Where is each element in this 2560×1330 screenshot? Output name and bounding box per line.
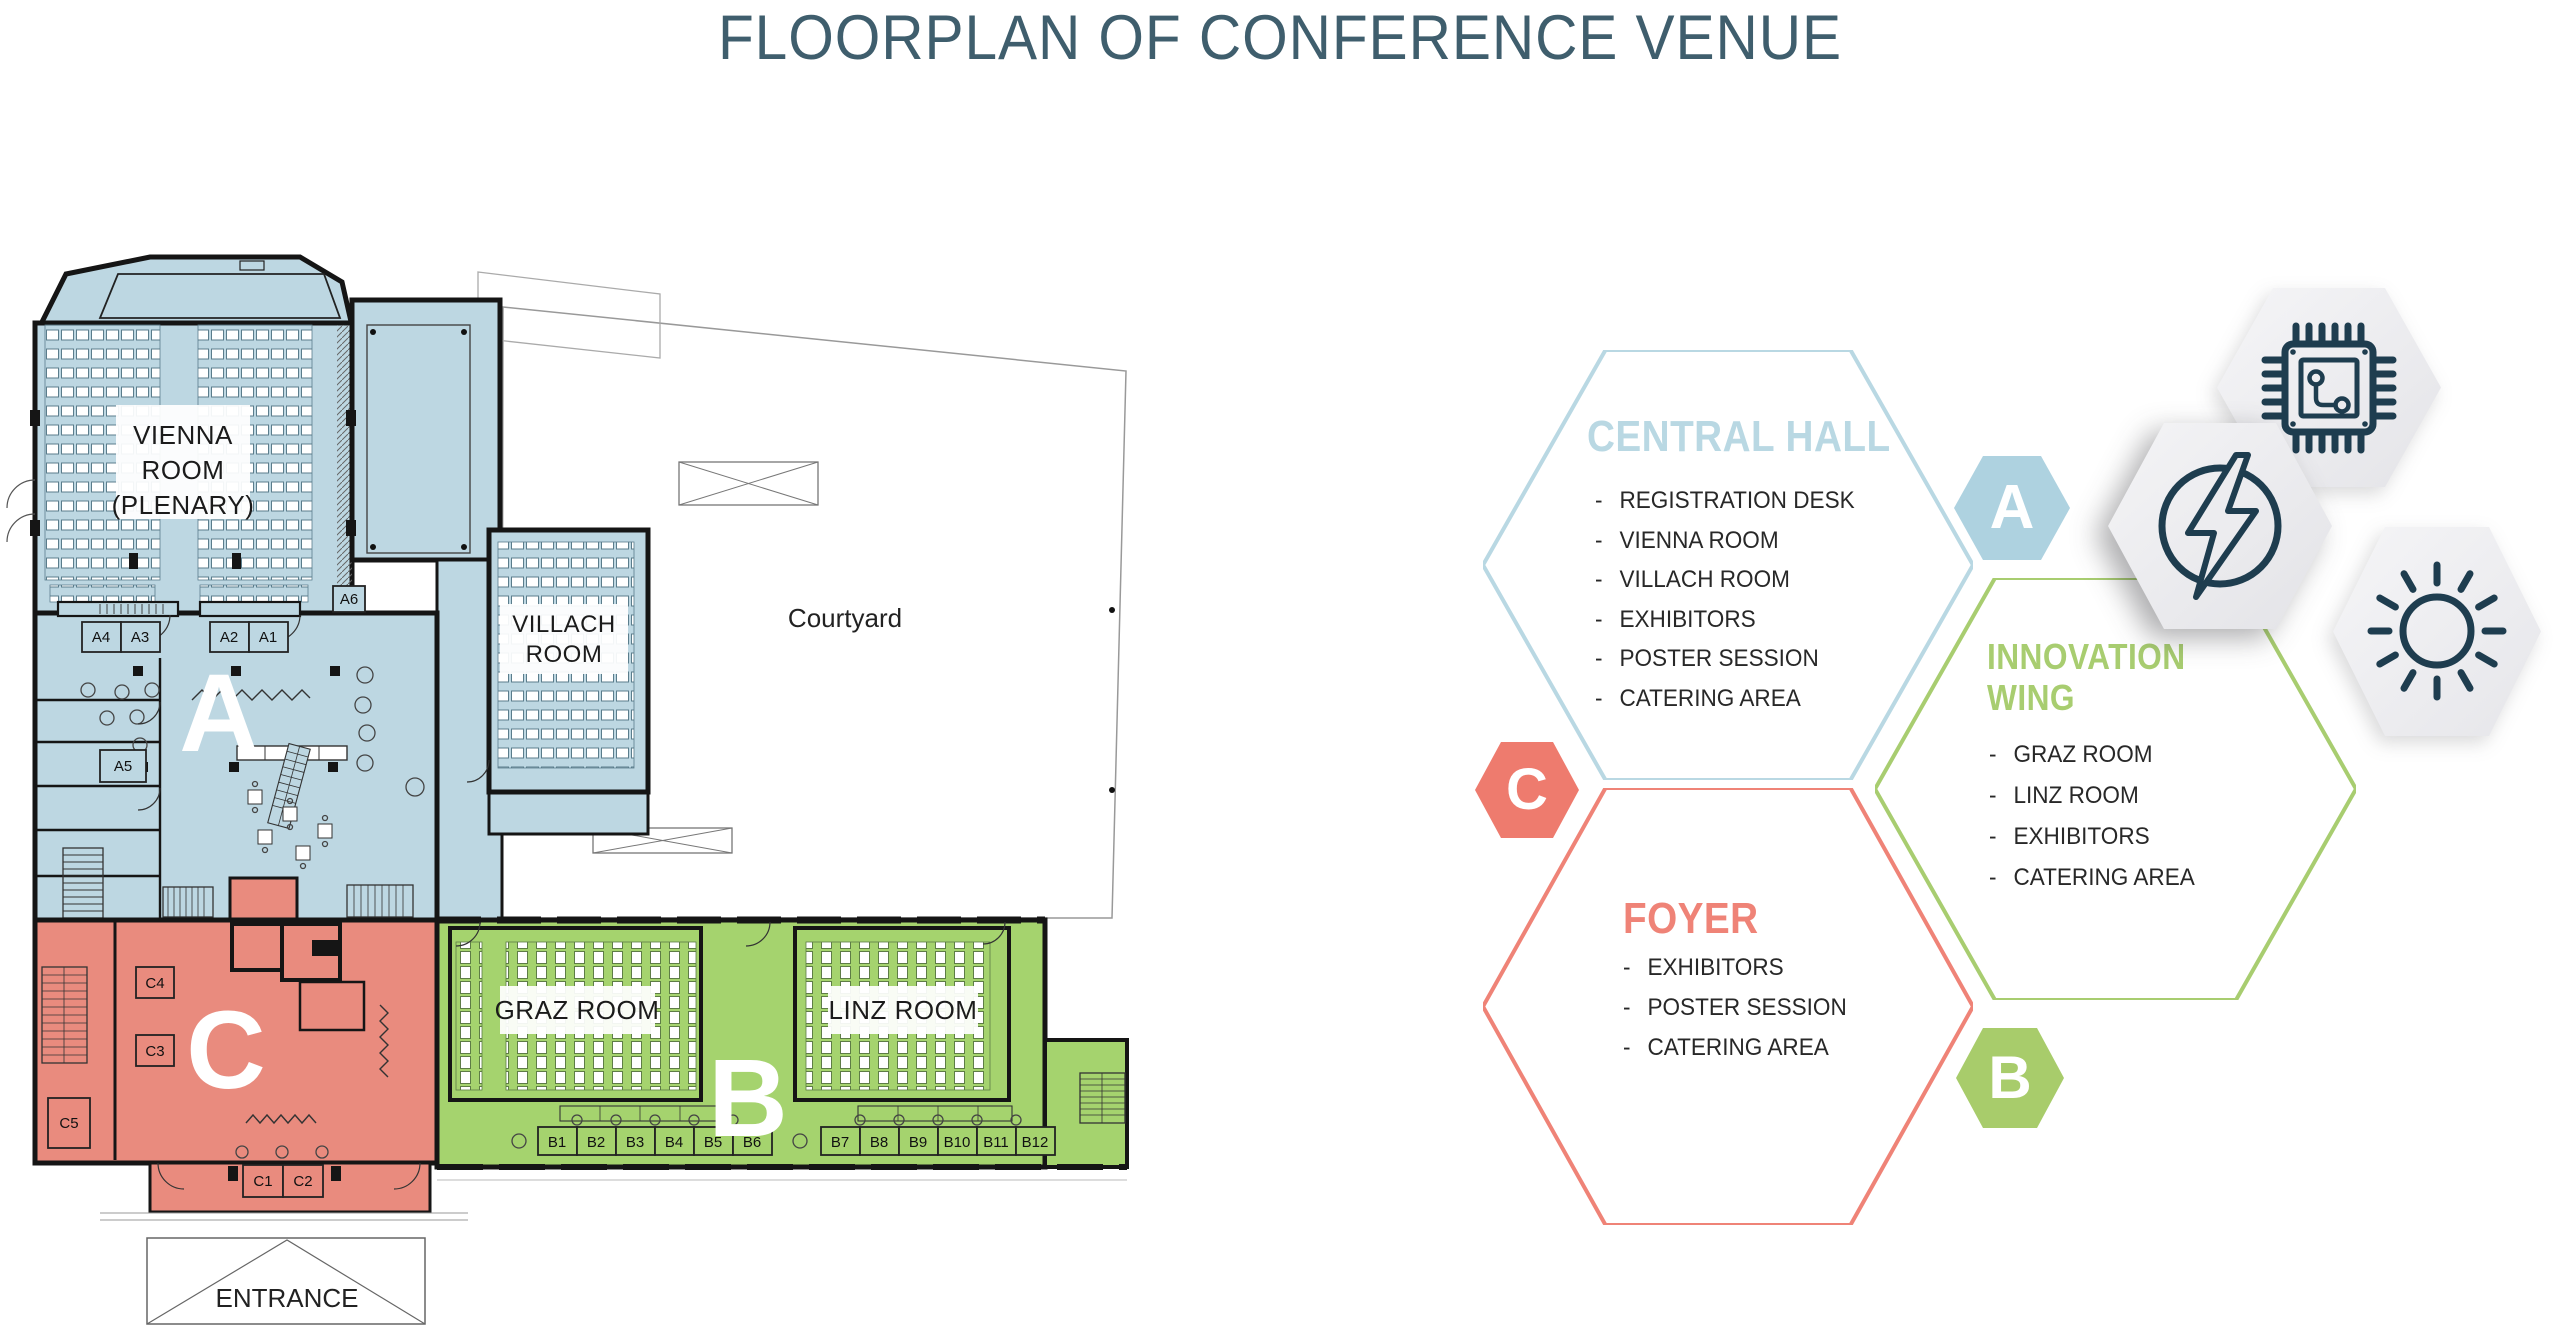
a-room-label: A6 (340, 591, 358, 608)
booth-label: B11 (983, 1134, 1009, 1151)
a-room-boxes: A4 A3 A2 A1 A6 A5 (81, 585, 366, 783)
entrance-label: ENTRANCE (215, 1283, 358, 1313)
foyer-card: FOYER EXHIBITORS POSTER SESSION CATERING… (1483, 788, 1973, 1225)
foyer-items: EXHIBITORS POSTER SESSION CATERING AREA (1623, 948, 1847, 1068)
legend-item: EXHIBITORS (1595, 600, 1855, 640)
legend-item: VILLACH ROOM (1595, 560, 1855, 600)
room-name-plates: VIENNA ROOM (PLENARY) VILLACH ROOM GRAZ … (112, 405, 978, 1034)
vienna-room-label: ROOM (142, 455, 225, 485)
legend-item: EXHIBITORS (1623, 948, 1847, 988)
zone-c-foyer: C4 C3 C5 C1 C2 (32, 876, 440, 1214)
booth-label: B12 (1022, 1134, 1049, 1151)
legend-item: POSTER SESSION (1623, 988, 1846, 1028)
lightning-icon (2108, 423, 2332, 629)
villach-room-label: VILLACH (512, 611, 616, 638)
booth-label: B5 (704, 1134, 722, 1151)
sun-icon (2333, 527, 2541, 736)
innovation-wing-title: INNOVATION WING (1987, 636, 2186, 718)
innovation-wing-card: INNOVATION WING GRAZ ROOM LINZ ROOM EXHI… (1875, 578, 2356, 1000)
booth-label: B10 (944, 1134, 971, 1151)
c-room-label: C4 (145, 975, 164, 992)
zone-b-innovation-wing: B1 B2 B3 B4 B5 B6 B7 B8 B9 B10 B11 B12 (434, 916, 1129, 1181)
innovation-wing-title-line1: INNOVATION (1987, 636, 2186, 677)
floorplan-svg: Courtyard (6, 254, 1129, 1325)
graz-seating (455, 941, 483, 1091)
central-hall-title: CENTRAL HALL (1587, 412, 1891, 461)
zone-c-badge: C (1475, 742, 1579, 838)
a-room-label: A5 (114, 758, 132, 775)
b-stair (1079, 1072, 1126, 1124)
courtyard-label: Courtyard (788, 603, 902, 633)
zone-a-central-hall (6, 254, 651, 925)
graz-room-label: GRAZ ROOM (495, 995, 660, 1025)
booth-label: B7 (831, 1134, 849, 1151)
foyer-title: FOYER (1623, 894, 1759, 943)
c-stair (41, 966, 88, 1064)
booth-label: B8 (870, 1134, 888, 1151)
c-room-label: C5 (59, 1115, 78, 1132)
legend-item: CATERING AREA (1989, 857, 2194, 898)
zone-c-badge-letter: C (1506, 757, 1548, 822)
a-room-label: A4 (92, 629, 110, 646)
vienna-room-label: (PLENARY) (112, 490, 255, 520)
hall-furniture (80, 666, 425, 918)
innovation-wing-title-line2: WING (1987, 677, 2075, 718)
booth-label: B1 (548, 1134, 566, 1151)
legend-item: VIENNA ROOM (1595, 521, 1855, 561)
vienna-room-label: VIENNA (133, 420, 233, 450)
legend-item: LINZ ROOM (1989, 775, 2195, 816)
hall-stairs (162, 884, 414, 918)
innovation-wing-items: GRAZ ROOM LINZ ROOM EXHIBITORS CATERING … (1989, 734, 2195, 898)
zone-c-letter: C (186, 989, 265, 1112)
c-room-label: C2 (293, 1173, 312, 1190)
central-hall-card: CENTRAL HALL REGISTRATION DESK VIENNA RO… (1483, 350, 1973, 780)
booth-label: B6 (743, 1134, 761, 1151)
page-title: FLOORPLAN OF CONFERENCE VENUE (717, 3, 1843, 73)
legend-item: POSTER SESSION (1595, 639, 1855, 679)
exhibitor-booths: B1 B2 B3 B4 B5 B6 B7 B8 B9 B10 B11 B12 (537, 1126, 1056, 1156)
legend-item: GRAZ ROOM (1989, 734, 2195, 775)
legend-item: EXHIBITORS (1989, 816, 2195, 857)
entrance-area: ENTRANCE (100, 1212, 468, 1325)
zone-a-letter: A (179, 652, 258, 775)
zone-a-badge-hex (1954, 456, 2070, 560)
booth-label: B9 (909, 1134, 927, 1151)
zone-b-letter: B (708, 1037, 787, 1160)
booth-lamps (511, 1114, 1022, 1149)
central-hall-items: REGISTRATION DESK VIENNA ROOM VILLACH RO… (1595, 481, 1855, 719)
c-room-label: C3 (145, 1043, 164, 1060)
a-room-label: A2 (220, 629, 238, 646)
c-room-label: C1 (253, 1173, 272, 1190)
zone-a-badge: A (1954, 456, 2070, 560)
villach-room-label: ROOM (526, 641, 603, 668)
zone-b-badge: B (1956, 1028, 2064, 1128)
zone-b-badge-letter: B (1988, 1044, 2032, 1111)
legend-item: CATERING AREA (1595, 679, 1855, 719)
a-room-label: A3 (131, 629, 149, 646)
legend-item: REGISTRATION DESK (1595, 481, 1854, 521)
floorplan: Courtyard (0, 230, 1160, 1330)
zone-c-badge-hex (1475, 742, 1579, 838)
booth-label: B2 (587, 1134, 605, 1151)
zone-b-badge-hex (1956, 1028, 2064, 1128)
a-room-label: A1 (259, 629, 277, 646)
c-room-boxes: C4 C3 C5 C1 C2 (47, 966, 324, 1198)
booth-label: B3 (626, 1134, 644, 1151)
linz-room-label: LINZ ROOM (829, 995, 978, 1025)
zone-a-badge-letter: A (1989, 473, 2035, 542)
legend-item: CATERING AREA (1623, 1028, 1847, 1068)
booth-label: B4 (665, 1134, 683, 1151)
